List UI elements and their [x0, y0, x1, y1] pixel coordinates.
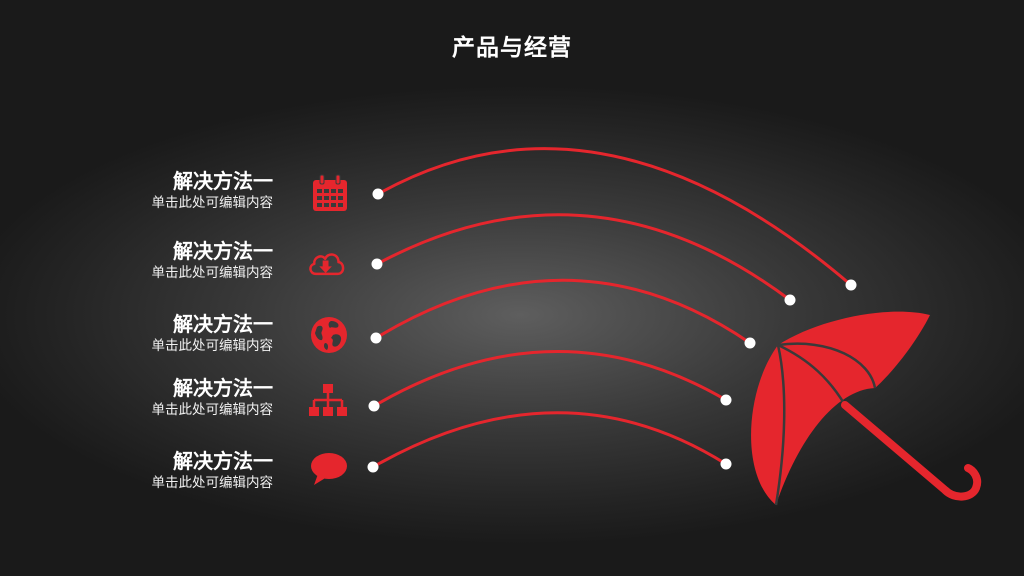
dot — [371, 258, 383, 270]
item-title: 解决方法一 — [173, 449, 273, 473]
arc-line-3 — [374, 278, 752, 345]
umbrella-icon — [751, 311, 982, 506]
item-title: 解决方法一 — [173, 169, 273, 193]
item-3: 解决方法一 单击此处可编辑内容 — [152, 312, 274, 356]
dot — [720, 394, 732, 406]
cloud-download-icon — [309, 253, 345, 276]
dot — [372, 188, 384, 200]
arc-line-4 — [372, 350, 728, 408]
dot — [370, 332, 382, 344]
dot — [368, 400, 380, 412]
speech-bubble-icon — [311, 453, 347, 485]
item-subtitle[interactable]: 单击此处可编辑内容 — [151, 475, 274, 491]
item-title: 解决方法一 — [173, 239, 273, 263]
item-4: 解决方法一 单击此处可编辑内容 — [152, 376, 274, 420]
item-title: 解决方法一 — [173, 312, 273, 336]
dot — [845, 279, 857, 291]
calendar-icon — [313, 174, 347, 211]
item-2: 解决方法一 单击此处可编辑内容 — [152, 239, 274, 283]
arc-line-2 — [375, 213, 792, 302]
item-5: 解决方法一 单击此处可编辑内容 — [152, 449, 274, 493]
item-subtitle[interactable]: 单击此处可编辑内容 — [151, 402, 274, 418]
item-subtitle[interactable]: 单击此处可编辑内容 — [151, 195, 274, 211]
dot — [744, 337, 756, 349]
network-icon — [309, 384, 347, 416]
item-subtitle[interactable]: 单击此处可编辑内容 — [151, 338, 274, 354]
dot — [367, 461, 379, 473]
page-title: 产品与经营 — [452, 35, 572, 61]
globe-icon — [311, 317, 347, 353]
item-title: 解决方法一 — [173, 376, 273, 400]
item-1: 解决方法一 单击此处可编辑内容 — [152, 169, 274, 213]
item-subtitle[interactable]: 单击此处可编辑内容 — [151, 265, 274, 281]
arc-line-1 — [376, 147, 853, 287]
arc-line-5 — [371, 411, 728, 469]
dot — [784, 294, 796, 306]
dot — [720, 458, 732, 470]
